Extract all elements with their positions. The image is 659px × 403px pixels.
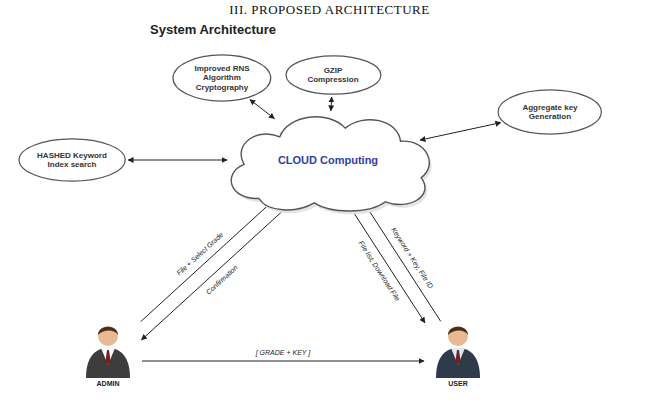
service-label: Improved RNS Algorithm Cryptography — [189, 64, 255, 92]
actor-figure: ADMIN — [76, 323, 140, 399]
service-ellipse: Improved RNS Algorithm Cryptography — [172, 54, 272, 102]
connector-label: [ GRADE + KEY ] — [254, 349, 313, 357]
service-ellipse: Aggregate key Generation — [497, 89, 602, 135]
actor-label: ADMIN — [97, 380, 120, 388]
cloud-label: CLOUD Computing — [278, 154, 378, 167]
service-label: Aggregate key Generation — [515, 103, 585, 121]
cloud-shape: CLOUD Computing — [213, 105, 443, 215]
connector-arrow — [141, 205, 289, 340]
service-ellipse: GZIP Compression — [285, 55, 382, 95]
diagram-heading: System Architecture — [150, 22, 276, 37]
person-icon — [83, 323, 133, 378]
service-label: GZIP Compression — [301, 66, 365, 84]
actor-label: USER — [448, 380, 467, 388]
actor-figure: USER — [426, 323, 490, 399]
connector-arrow — [420, 123, 501, 140]
connector-label: Keyword + Key, File ID — [388, 224, 435, 291]
page-heading: III. PROPOSED ARCHITECTURE — [0, 2, 659, 18]
connector-label: File list, Download File — [356, 238, 403, 304]
connector-arrow — [128, 160, 227, 161]
connector-arrow — [330, 97, 332, 111]
connector-arrow — [250, 100, 274, 119]
person-icon — [433, 323, 483, 378]
connector-label: File + Select Grade — [174, 229, 227, 278]
connector-arrow — [142, 361, 424, 362]
connector-arrow — [141, 201, 273, 322]
connector-label: Confirmation — [203, 262, 240, 297]
service-label: HASHED Keyword Index search — [36, 151, 108, 169]
service-ellipse: HASHED Keyword Index search — [18, 138, 126, 182]
